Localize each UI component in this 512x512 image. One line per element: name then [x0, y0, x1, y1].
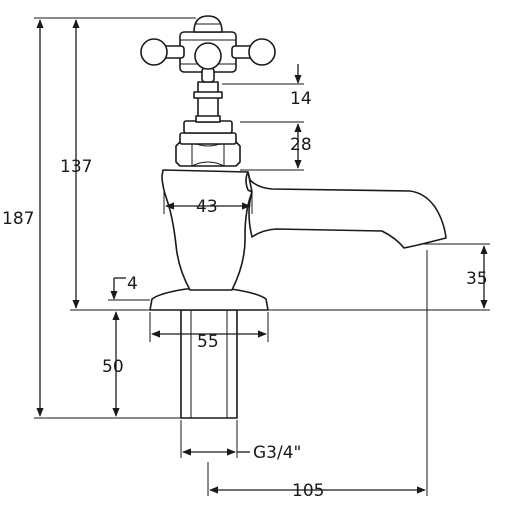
dim-spout-height: 35: [466, 269, 488, 289]
dimensions: 187 137 14 28 43 35 4 55 50 G3/4" 105: [2, 17, 490, 501]
dim-height-above-mount: 137: [60, 157, 92, 177]
collar-lower: [179, 132, 237, 145]
collar-upper: [183, 120, 233, 134]
dim-thread-size: G3/4": [253, 443, 301, 463]
knob-left: [140, 38, 168, 66]
dim-shank-length: 50: [102, 357, 124, 377]
base-flange: [149, 288, 269, 311]
pillar-body: [161, 169, 253, 291]
arm-front-stem: [201, 67, 215, 83]
dim-overall-height: 187: [2, 209, 34, 229]
knob-front: [194, 42, 222, 70]
spindle-ring: [193, 91, 223, 99]
shank: [180, 309, 238, 419]
dim-spout-projection: 105: [292, 481, 324, 501]
dim-body-width: 43: [196, 197, 218, 217]
dim-base-diameter: 55: [197, 332, 219, 352]
dim-plate-thickness: 4: [127, 274, 138, 294]
knob-right: [248, 38, 276, 66]
tap-outline: [140, 15, 447, 419]
dim-headwork-height: 28: [290, 135, 312, 155]
spindle-ring-low: [195, 115, 221, 123]
dim-handle-offset: 14: [290, 89, 312, 109]
spout: [247, 171, 447, 249]
